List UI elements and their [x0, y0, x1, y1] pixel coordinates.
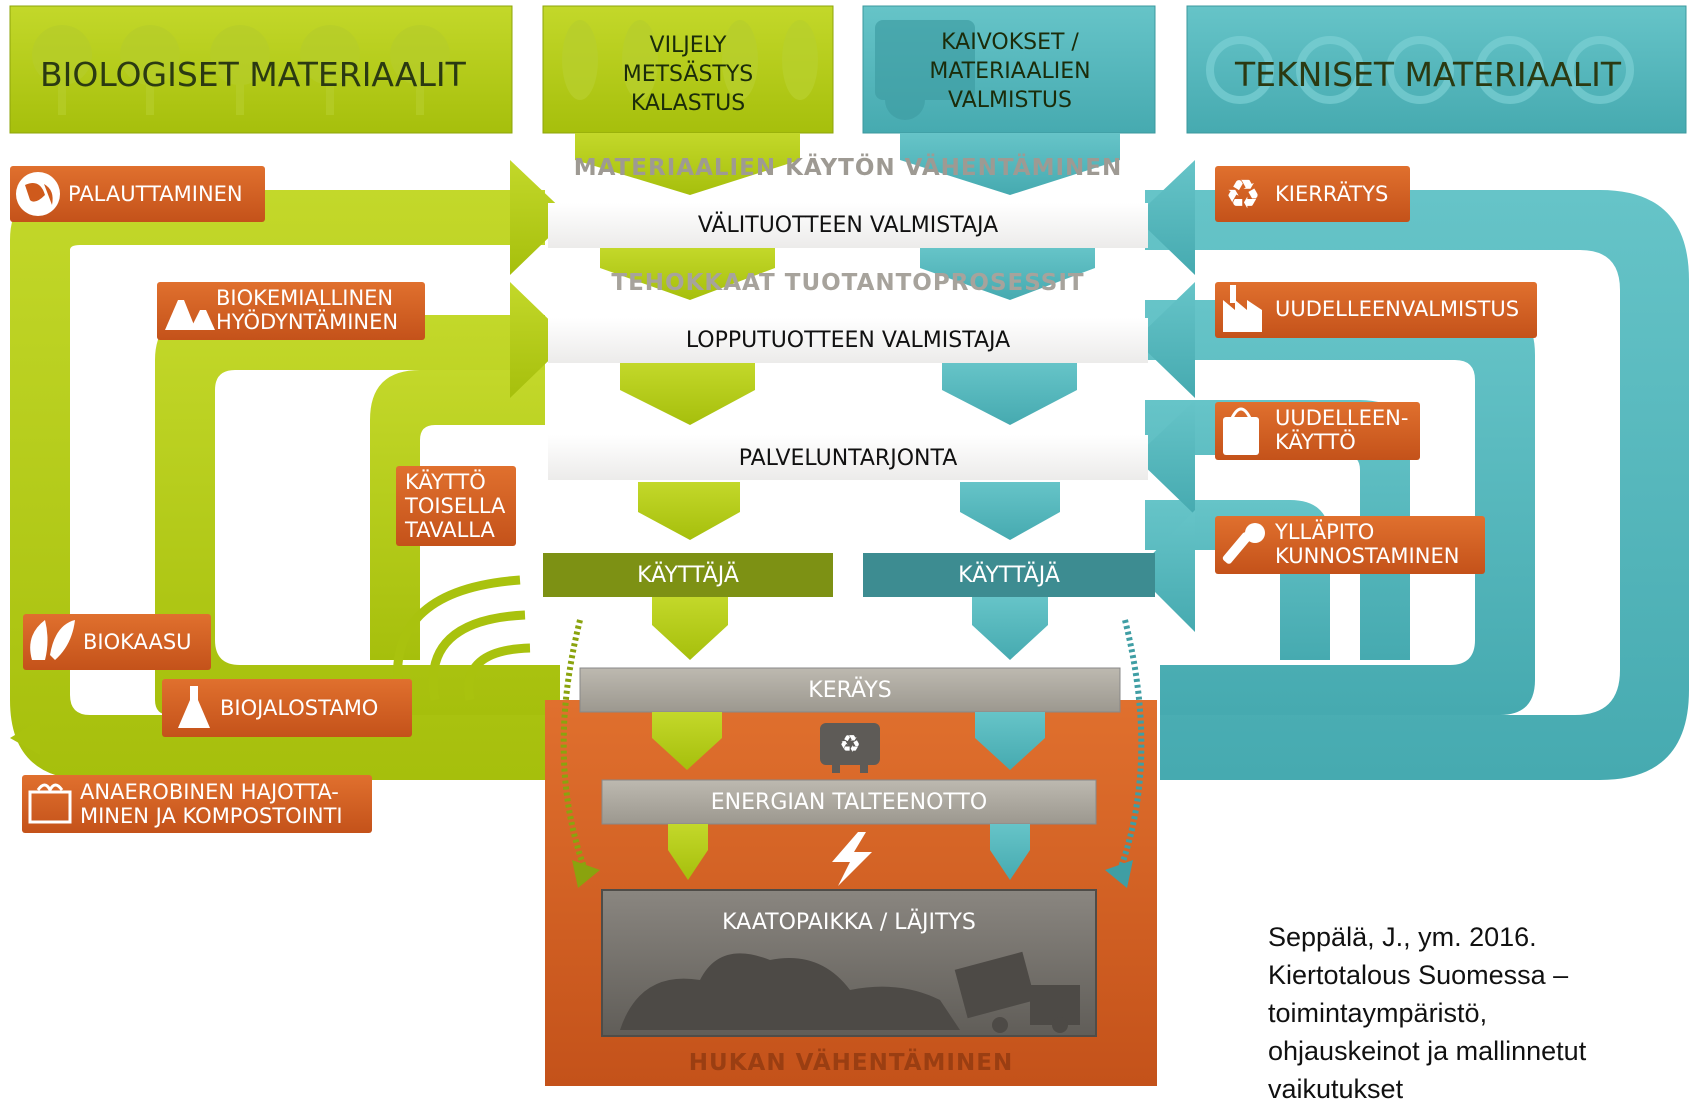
- user-bio-label: KÄYTTÄJÄ: [637, 563, 739, 588]
- final-bar: [548, 318, 1148, 363]
- box-return: [10, 166, 265, 222]
- lightning-icon: [832, 832, 872, 886]
- bag-icon: [1223, 407, 1259, 455]
- box-anaerobic: [22, 775, 372, 833]
- box-reuse: [1215, 402, 1420, 460]
- box-remanufacturing: [1215, 282, 1537, 338]
- other-use-label: KÄYTTÖ TOISELLA TAVALLA: [405, 470, 506, 542]
- globe-icon: [16, 172, 60, 216]
- agriculture-header-title: VILJELY METSÄSTYS KALASTUS: [622, 33, 754, 116]
- compost-icon: [28, 783, 72, 824]
- recycle-icon: ♻: [1225, 172, 1261, 218]
- truck-icon: [875, 20, 975, 120]
- tree-icons: [32, 25, 450, 115]
- box-biorefinery: [162, 679, 412, 737]
- reduce-materials-label: MATERIAALIEN KÄYTÖN VÄHENTÄMINEN: [573, 155, 1123, 181]
- recycling-label: KIERRÄTYS: [1275, 182, 1389, 206]
- box-other-use: [396, 466, 516, 546]
- wheat-icons: [562, 20, 818, 100]
- intermediate-label: VÄLITUOTTEEN VALMISTAJA: [697, 213, 999, 238]
- reuse-label: UUDELLEEN- KÄYTTÖ: [1275, 406, 1409, 454]
- svg-text:♻: ♻: [839, 730, 861, 758]
- intermediate-bar: [548, 203, 1148, 248]
- biorefinery-label: BIOJALOSTAMO: [220, 696, 379, 720]
- factory-icon: [1223, 285, 1262, 332]
- user-bio-bar: [543, 553, 833, 597]
- maintenance-label: YLLÄPITO KUNNOSTAMINEN: [1275, 520, 1460, 568]
- technical-header-title: TEKNISET MATERIAALIT: [1235, 55, 1622, 94]
- recycle-bin-icon: ♻: [820, 723, 880, 773]
- citation: Seppälä, J., ym. 2016. Kiertotalous Suom…: [1268, 922, 1587, 1104]
- landfill-scene: [620, 951, 1080, 1033]
- wrench-icon: [1222, 523, 1265, 564]
- collection-label: KERÄYS: [808, 678, 892, 703]
- service-bar: [548, 435, 1148, 480]
- user-tech-label: KÄYTTÄJÄ: [958, 563, 1060, 588]
- service-label: PALVELUNTARJONTA: [738, 446, 958, 471]
- anaerobic-label: ANAEROBINEN HAJOTTA- MINEN JA KOMPOSTOIN…: [80, 780, 343, 828]
- collection-bar: [579, 667, 1121, 713]
- other-use-arrows: [393, 575, 531, 701]
- technical-loops: [1135, 160, 1689, 780]
- energy-bar: [601, 779, 1097, 825]
- box-maintenance: [1215, 516, 1485, 574]
- box-biochem: [157, 282, 425, 340]
- flask-icon: [178, 686, 210, 728]
- box-recycling: [1215, 166, 1410, 222]
- mining-header-title: KAIVOKSET / MATERIAALIEN VALMISTUS: [929, 30, 1091, 113]
- biochem-label: BIOKEMIALLINEN HYÖDYNTÄMINEN: [216, 286, 399, 334]
- gear-icons: [1206, 36, 1634, 104]
- return-label: PALAUTTAMINEN: [68, 182, 243, 206]
- final-label: LOPPUTUOTTEEN VALMISTAJA: [685, 328, 1011, 353]
- biological-header-title: BIOLOGISET MATERIAALIT: [40, 55, 466, 94]
- reduce-waste-label: HUKAN VÄHENTÄMINEN: [688, 1050, 1014, 1076]
- user-tech-bar: [863, 553, 1155, 597]
- remanufacturing-label: UUDELLEENVALMISTUS: [1275, 297, 1520, 321]
- biological-loops: [10, 160, 570, 780]
- flame-leaf-icon: [30, 620, 75, 660]
- energy-label: ENERGIAN TALTEENOTTO: [710, 790, 988, 815]
- efficient-label: TEHOKKAAT TUOTANTOPROSESSIT: [611, 270, 1085, 296]
- biogas-label: BIOKAASU: [83, 630, 192, 654]
- landfill-label: KAATOPAIKKA / LÄJITYS: [722, 910, 976, 935]
- flasks-icon: [165, 300, 215, 330]
